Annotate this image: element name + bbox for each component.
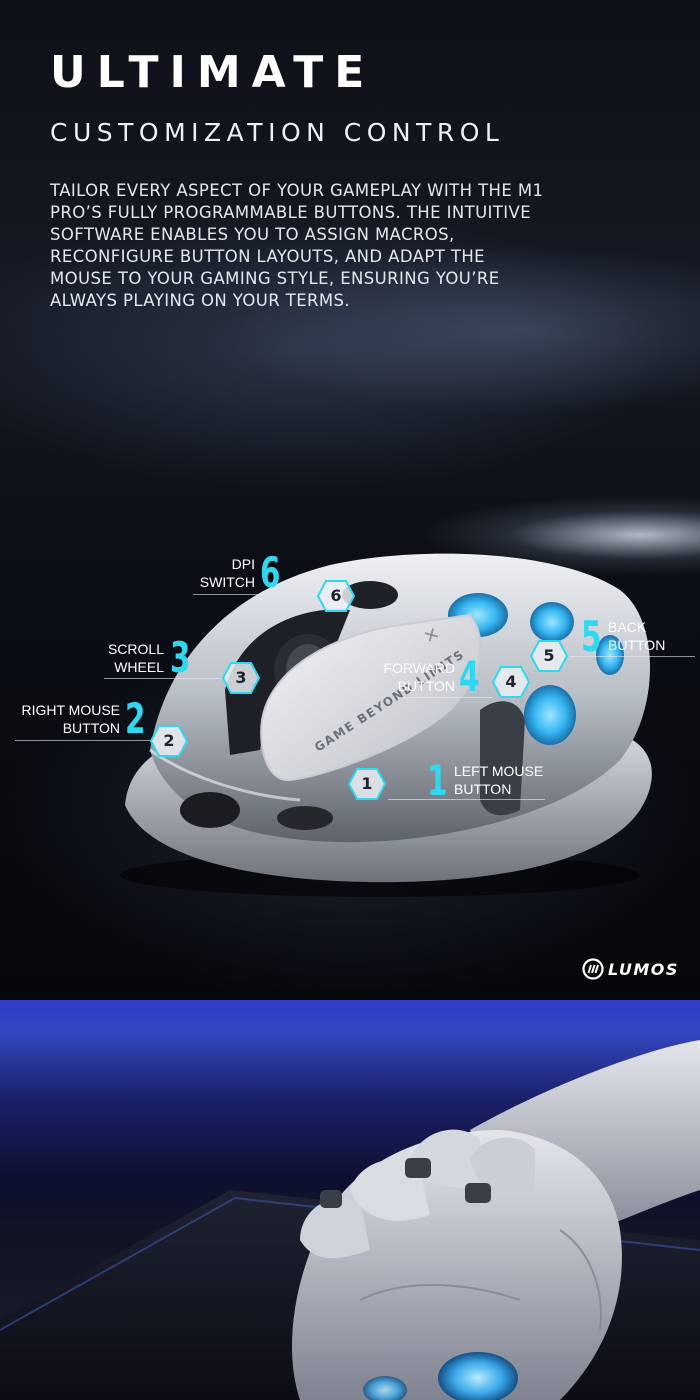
feature-description: TAILOR EVERY ASPECT OF YOUR GAMEPLAY WIT… — [50, 181, 544, 310]
callout-line — [570, 656, 695, 657]
callout-number-2: 2 — [125, 694, 146, 743]
callout-line — [104, 678, 222, 679]
customization-section: ULTIMATE CUSTOMIZATION CONTROL TAILOR EV… — [0, 0, 700, 1000]
callout-label-scroll-wheel: SCROLL WHEEL — [107, 641, 164, 675]
brand-logo: LUMOS — [582, 958, 679, 980]
forward-button-marker[interactable]: 4 — [492, 666, 530, 698]
callout-number-4: 4 — [459, 652, 480, 701]
callout-label-right-mouse-button: RIGHT MOUSE BUTTON — [21, 702, 120, 736]
callout-number-1: 1 — [427, 756, 448, 805]
scroll-wheel-marker[interactable]: 3 — [222, 662, 260, 694]
callout-label-forward-button: FORWARD BUTTON — [383, 660, 455, 694]
right-mouse-button-marker[interactable]: 2 — [150, 725, 188, 757]
callout-line — [15, 740, 155, 741]
callout-number-5: 5 — [581, 612, 602, 661]
back-button-marker[interactable]: 5 — [530, 640, 568, 672]
robot-hand-image — [0, 1040, 700, 1400]
callout-number-3: 3 — [170, 633, 191, 682]
mouse-glow — [438, 1352, 518, 1400]
callout-label-dpi-switch: DPI SWITCH — [199, 556, 255, 590]
left-mouse-button-marker[interactable]: 1 — [348, 768, 386, 800]
hand-photo-section — [0, 1000, 700, 1400]
lumos-logo-icon — [582, 958, 604, 980]
dpi-switch-marker[interactable]: 6 — [317, 580, 355, 612]
callout-label-back-button: BACK BUTTON — [608, 619, 666, 653]
callout-number-6: 6 — [260, 548, 281, 597]
brand-name: LUMOS — [608, 959, 679, 979]
callout-line — [398, 697, 493, 698]
callout-line — [193, 594, 323, 595]
page-subtitle: CUSTOMIZATION CONTROL — [50, 118, 505, 147]
callout-line — [388, 799, 545, 800]
page-title: ULTIMATE — [50, 47, 376, 98]
callout-label-left-mouse-button: LEFT MOUSE BUTTON — [454, 763, 544, 797]
mouse-image: GAME BEYOND LIMITS ✕ — [120, 553, 652, 897]
